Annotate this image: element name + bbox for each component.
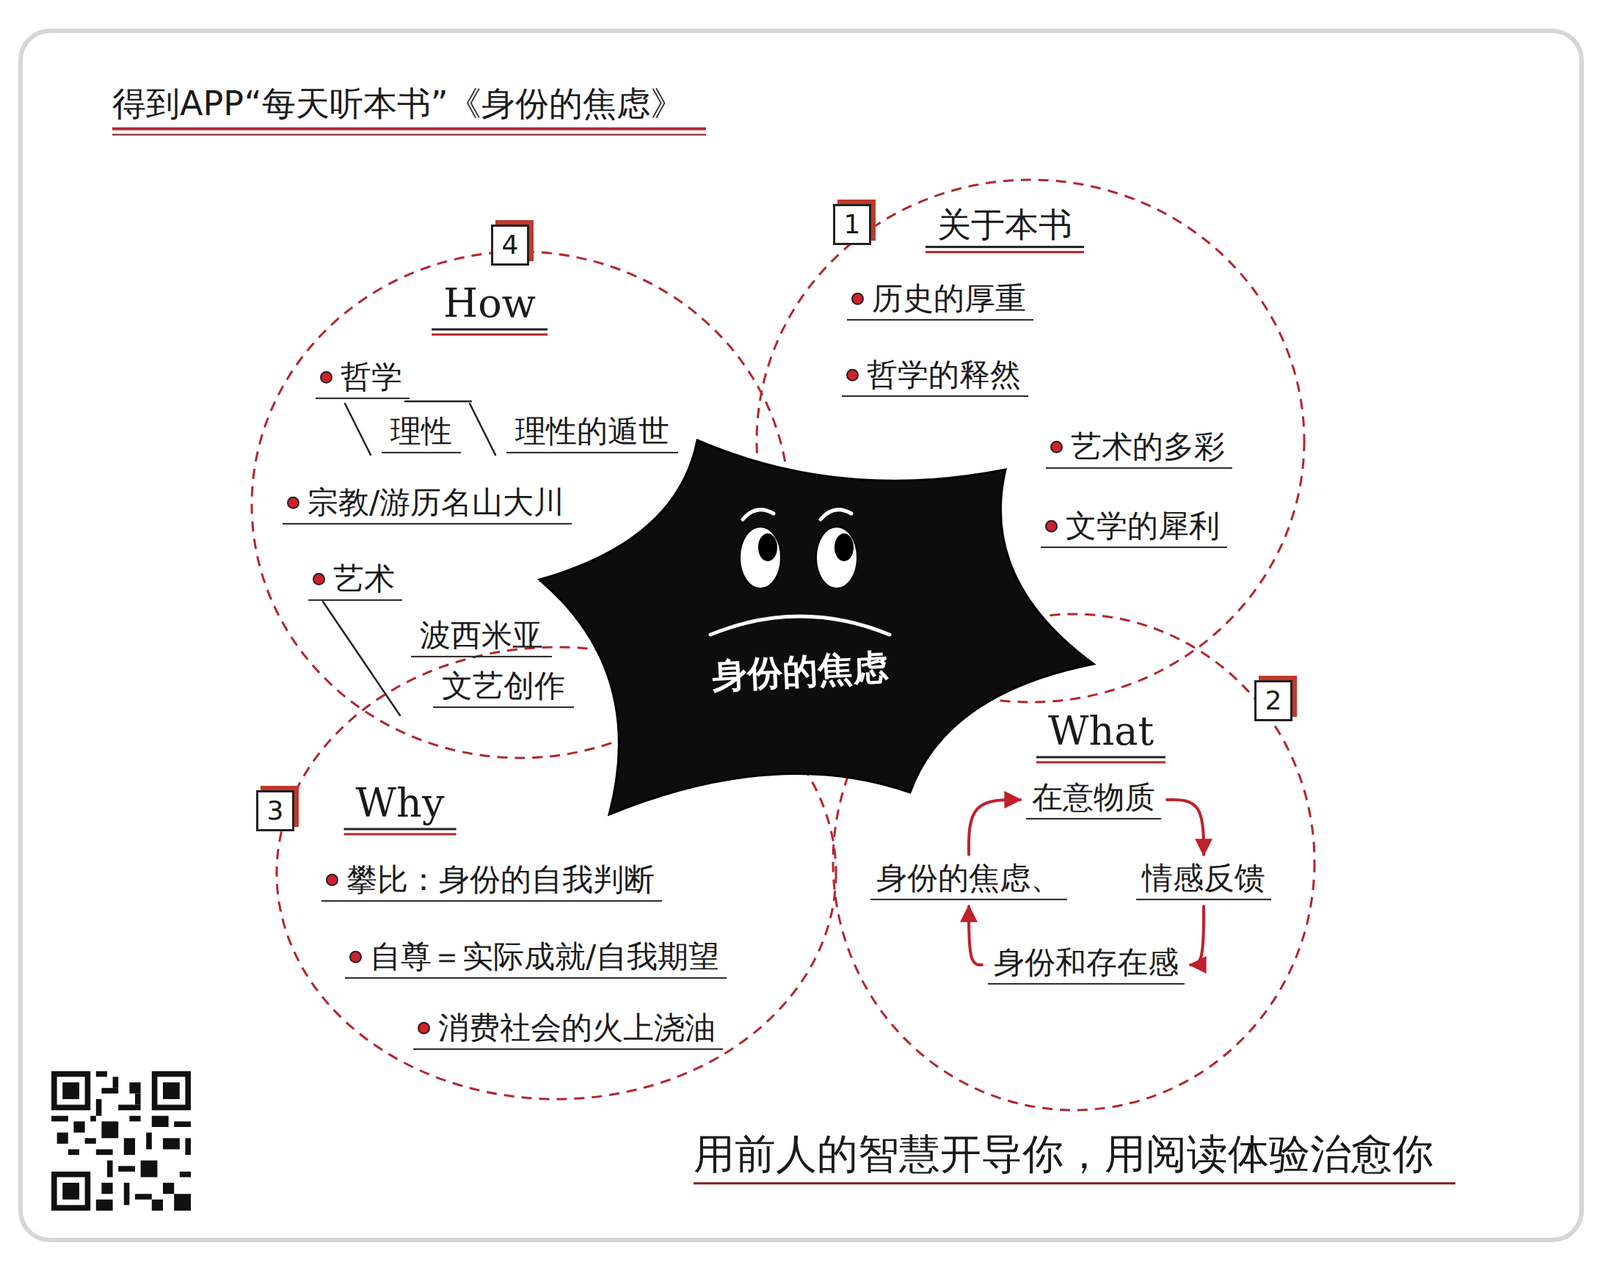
bullet-item: 自尊＝实际成就/自我期望 bbox=[344, 939, 727, 980]
bullet-item: 历史的厚重 bbox=[846, 281, 1034, 321]
pupil bbox=[834, 533, 854, 562]
callout-number: 4 bbox=[491, 224, 530, 266]
sub-item: 文艺创作 bbox=[433, 668, 574, 709]
central-star: 身份的焦虑 bbox=[513, 411, 1116, 837]
eye bbox=[816, 526, 858, 589]
callout-number: 2 bbox=[1254, 680, 1293, 722]
cycle-step: 在意物质 bbox=[1026, 780, 1162, 820]
pupil bbox=[758, 533, 778, 562]
section-heading: What bbox=[1036, 708, 1166, 759]
cycle-arrow bbox=[1166, 800, 1204, 856]
cycle-arrow bbox=[1190, 906, 1204, 966]
face bbox=[710, 510, 890, 635]
cycle-arrow bbox=[968, 800, 1021, 856]
eyebrow bbox=[820, 510, 852, 520]
section-heading: 关于本书 bbox=[925, 205, 1085, 249]
bullet-item: 消费社会的火上浇油 bbox=[413, 1010, 723, 1051]
eyebrow bbox=[742, 510, 774, 520]
callout-number: 3 bbox=[256, 790, 295, 832]
star-outline bbox=[513, 411, 1116, 837]
bullet-item: 文学的犀利 bbox=[1040, 508, 1228, 549]
bullet-item: 哲学 bbox=[315, 359, 410, 400]
frown-arc bbox=[710, 616, 890, 635]
eye bbox=[739, 526, 781, 589]
cycle-step-text: 身份和存在感 bbox=[987, 945, 1185, 985]
star-shape bbox=[539, 440, 1094, 815]
bullet-item: 哲学的释然 bbox=[841, 357, 1029, 398]
cycle-step: 身份和存在感 bbox=[987, 945, 1185, 985]
qr-code bbox=[48, 1068, 194, 1214]
cycle-step: 情感反馈 bbox=[1136, 860, 1272, 901]
page-title: 得到APP“每天听本书”《身份的焦虑》 bbox=[112, 84, 707, 131]
cycle-step: 身份的焦虑、 bbox=[870, 860, 1068, 901]
sub-item: 波西米亚 bbox=[411, 617, 552, 658]
callout-number: 1 bbox=[833, 204, 872, 246]
section-heading: How bbox=[431, 281, 548, 331]
page-frame bbox=[20, 30, 1582, 1241]
bullet-item: 宗教/游历名山大川 bbox=[282, 485, 572, 525]
bullet-item: 艺术的多彩 bbox=[1045, 429, 1233, 469]
bullet-item: 攀比：身份的自我判断 bbox=[321, 862, 663, 903]
cycle-step-text: 身份的焦虑、 bbox=[870, 860, 1068, 901]
cycle-arrow bbox=[968, 906, 983, 966]
sub-item: 理性的遁世 bbox=[506, 413, 679, 454]
bullet-item: 艺术 bbox=[308, 561, 403, 602]
section-heading: Why bbox=[344, 780, 457, 831]
sub-item: 理性 bbox=[381, 413, 461, 454]
cycle-step-text: 在意物质 bbox=[1026, 780, 1162, 820]
cycle-step-text: 情感反馈 bbox=[1136, 860, 1272, 901]
caption: 用前人的智慧开导你，用阅读体验治愈你 bbox=[693, 1131, 1456, 1185]
